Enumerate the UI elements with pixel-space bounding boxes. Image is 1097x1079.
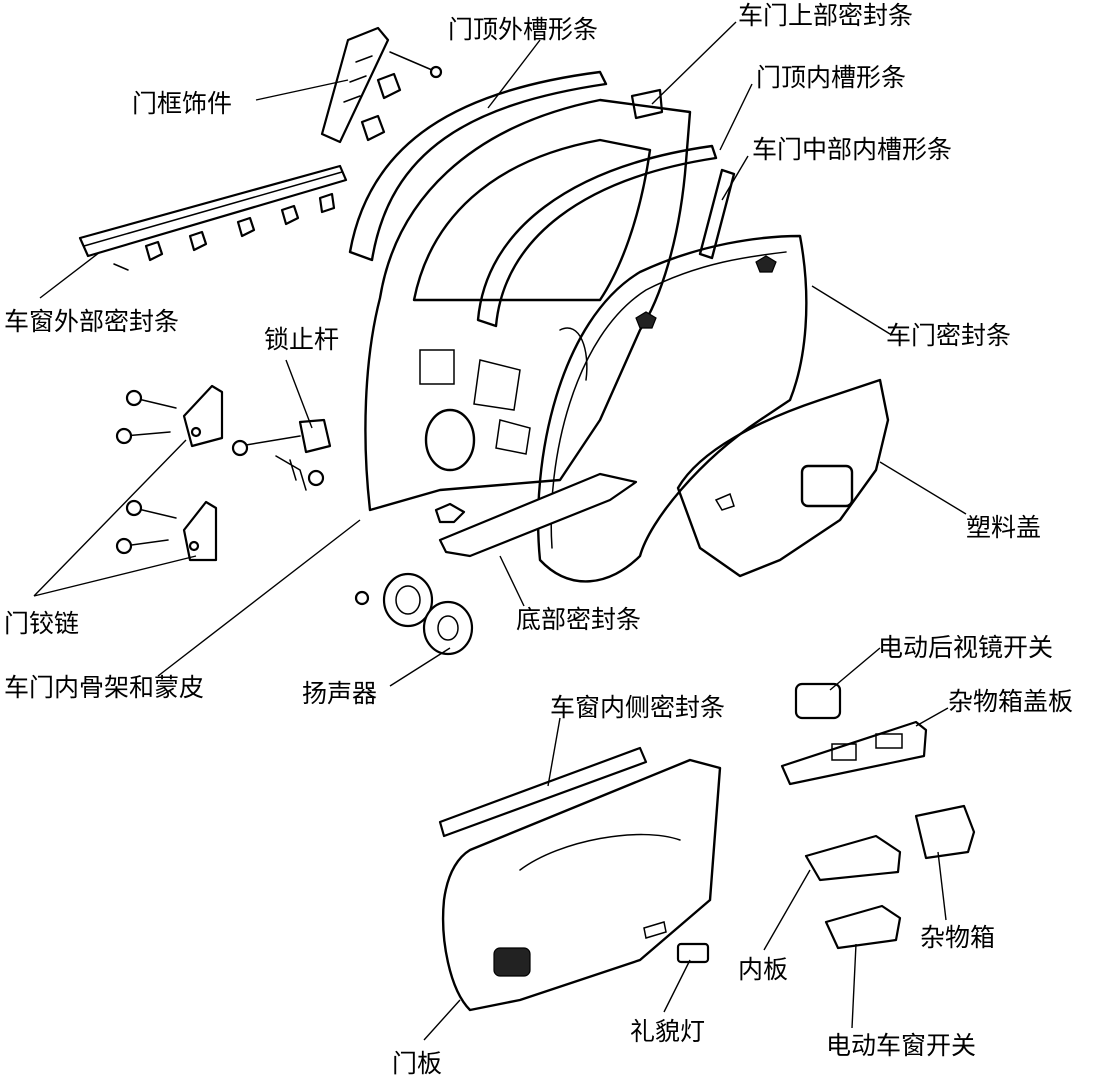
- bottom-seal-part: [438, 472, 638, 558]
- label-upper-outer-channel: 门顶外槽形条: [448, 15, 598, 44]
- lower-hinge-part: [115, 499, 218, 562]
- mirror-switch-part: [794, 682, 842, 720]
- label-window-switch: 电动车窗开关: [826, 1031, 976, 1060]
- label-lock-rod: 锁止杆: [264, 325, 339, 354]
- inner-panel-part: [804, 834, 902, 882]
- label-mirror-switch: 电动后视镜开关: [878, 633, 1053, 662]
- window-switch-part: [824, 904, 902, 950]
- label-storage-box: 杂物箱: [920, 923, 995, 952]
- label-upper-inner-channel: 门顶内槽形条: [756, 63, 906, 92]
- label-inner-frame-skin: 车门内骨架和蒙皮: [4, 673, 204, 702]
- label-middle-inner-channel: 车门中部内槽形条: [752, 135, 952, 164]
- label-inner-window-seal: 车窗内侧密封条: [550, 693, 725, 722]
- courtesy-lamp-part: [676, 942, 710, 964]
- upper-outer-channel-part: [348, 70, 608, 262]
- leader-lines: [33, 21, 967, 1041]
- label-plastic-cover: 塑料盖: [966, 513, 1041, 542]
- door-frame-trim-part: [320, 26, 443, 144]
- label-inner-panel: 内板: [738, 955, 788, 984]
- label-upper-door-seal: 车门上部密封条: [738, 1, 913, 30]
- door-seal-part: [536, 234, 808, 583]
- storage-lid-part: [780, 720, 928, 786]
- seal-clip: [635, 311, 657, 329]
- outer-window-seal-part: [78, 164, 348, 271]
- label-outer-window-seal: 车窗外部密封条: [4, 307, 179, 336]
- label-speaker: 扬声器: [302, 679, 377, 708]
- bottom-clip: [434, 502, 466, 524]
- label-bottom-seal: 底部密封条: [516, 605, 641, 634]
- label-door-seal: 车门密封条: [886, 321, 1011, 350]
- label-courtesy-lamp: 礼貌灯: [630, 1017, 705, 1046]
- upper-inner-channel-part: [476, 144, 718, 328]
- lock-rod-part: [231, 418, 332, 491]
- seal-clip: [755, 255, 777, 273]
- label-door-hinge: 门铰链: [4, 609, 79, 638]
- door-trim-panel-part: [441, 758, 722, 1012]
- storage-box-part: [914, 804, 976, 860]
- speaker-part: [354, 572, 474, 656]
- upper-hinge-part: [115, 384, 224, 448]
- middle-inner-channel-part: [698, 168, 736, 260]
- label-storage-lid: 杂物箱盖板: [948, 687, 1073, 716]
- plastic-cover-part: [676, 378, 890, 578]
- door-inner-frame-part: [364, 98, 692, 512]
- label-door-frame-trim: 门框饰件: [132, 89, 232, 118]
- upper-door-seal-part: [630, 88, 664, 120]
- inner-window-seal-part: [438, 746, 648, 838]
- label-door-panel: 门板: [392, 1049, 442, 1078]
